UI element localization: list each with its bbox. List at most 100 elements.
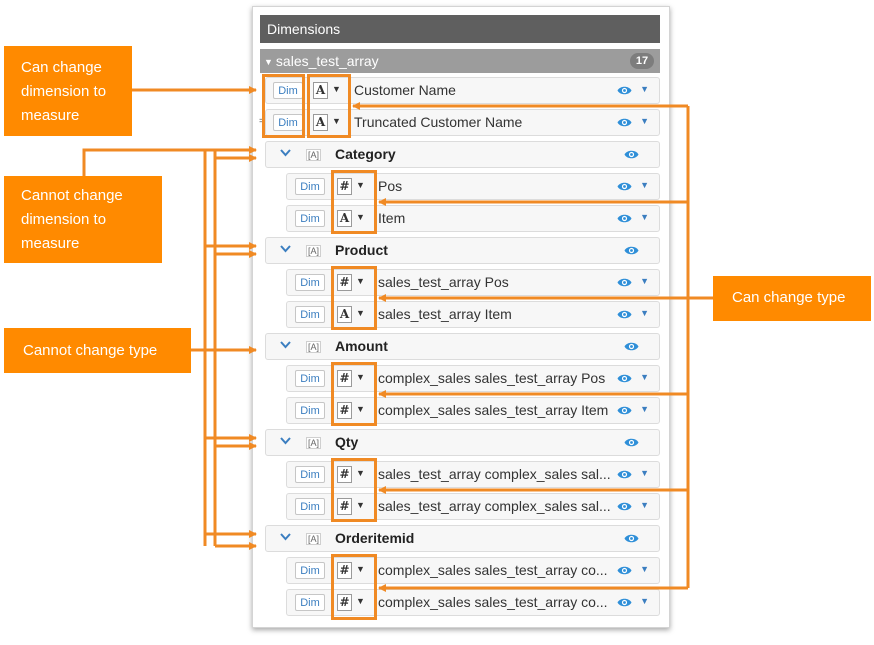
field-name: complex_sales sales_test_array co... bbox=[378, 594, 608, 610]
dim-chip[interactable]: Dim bbox=[295, 210, 325, 227]
equals-marker: = bbox=[259, 116, 265, 127]
chevron-down-icon[interactable] bbox=[280, 338, 291, 352]
callout-text: Can change type bbox=[732, 289, 846, 306]
type-icon[interactable]: # bbox=[337, 466, 352, 483]
field-name: Pos bbox=[378, 178, 403, 194]
dim-chip[interactable]: Dim bbox=[273, 114, 303, 131]
caret-down-icon: ▼ bbox=[264, 57, 273, 67]
dim-chip[interactable]: Dim bbox=[295, 594, 325, 611]
eye-icon[interactable] bbox=[617, 211, 632, 229]
chevron-down-icon[interactable] bbox=[280, 434, 291, 448]
field-row[interactable]: Dim#▼complex_sales sales_test_array Pos▼ bbox=[286, 365, 660, 392]
dim-chip[interactable]: Dim bbox=[273, 82, 303, 99]
eye-icon[interactable] bbox=[624, 147, 639, 165]
caret-down-icon[interactable]: ▼ bbox=[640, 468, 649, 478]
type-icon[interactable]: # bbox=[337, 178, 352, 195]
group-row[interactable]: [A]Product bbox=[265, 237, 660, 264]
caret-down-icon[interactable]: ▼ bbox=[640, 276, 649, 286]
field-row[interactable]: Dim A ▼ Customer Name ▼ bbox=[265, 77, 660, 104]
field-row[interactable]: Dim#▼complex_sales sales_test_array co..… bbox=[286, 557, 660, 584]
type-icon[interactable]: A bbox=[337, 306, 352, 323]
caret-down-icon[interactable]: ▼ bbox=[640, 500, 649, 510]
caret-down-icon[interactable]: ▼ bbox=[640, 84, 649, 94]
group-row[interactable]: [A]Category bbox=[265, 141, 660, 168]
group-name: Category bbox=[335, 146, 396, 162]
chevron-down-icon[interactable] bbox=[280, 146, 291, 160]
type-icon[interactable]: # bbox=[337, 370, 352, 387]
type-icon[interactable]: # bbox=[337, 274, 352, 291]
caret-down-icon[interactable]: ▼ bbox=[356, 276, 365, 286]
type-icon[interactable]: # bbox=[337, 562, 352, 579]
field-row[interactable]: Dim#▼complex_sales sales_test_array Item… bbox=[286, 397, 660, 424]
field-row[interactable]: Dim # ▼ complex_sales sales_test_array co..… bbox=[286, 589, 660, 616]
caret-down-icon[interactable]: ▼ bbox=[332, 116, 341, 126]
type-icon[interactable]: # bbox=[337, 498, 352, 515]
caret-down-icon[interactable]: ▼ bbox=[356, 308, 365, 318]
eye-icon[interactable] bbox=[617, 563, 632, 581]
eye-icon[interactable] bbox=[617, 115, 632, 133]
field-row[interactable]: Dim # ▼ Pos ▼ bbox=[286, 173, 660, 200]
caret-down-icon[interactable]: ▼ bbox=[356, 372, 365, 382]
caret-down-icon[interactable]: ▼ bbox=[640, 116, 649, 126]
chevron-down-icon[interactable] bbox=[280, 530, 291, 544]
dim-chip[interactable]: Dim bbox=[295, 178, 325, 195]
dim-chip[interactable]: Dim bbox=[295, 274, 325, 291]
eye-icon[interactable] bbox=[617, 499, 632, 517]
dim-chip[interactable]: Dim bbox=[295, 306, 325, 323]
caret-down-icon[interactable]: ▼ bbox=[356, 596, 365, 606]
caret-down-icon[interactable]: ▼ bbox=[640, 180, 649, 190]
caret-down-icon[interactable]: ▼ bbox=[356, 500, 365, 510]
eye-icon[interactable] bbox=[617, 307, 632, 325]
field-row[interactable]: Dim#▼sales_test_array complex_sales sal.… bbox=[286, 461, 660, 488]
eye-icon[interactable] bbox=[617, 403, 632, 421]
field-row[interactable]: Dim#▼sales_test_array complex_sales sal.… bbox=[286, 493, 660, 520]
type-icon[interactable]: # bbox=[337, 594, 352, 611]
eye-icon[interactable] bbox=[624, 435, 639, 453]
chevron-down-icon[interactable] bbox=[280, 242, 291, 256]
group-row[interactable]: [A]Qty bbox=[265, 429, 660, 456]
caret-down-icon[interactable]: ▼ bbox=[356, 564, 365, 574]
dim-chip[interactable]: Dim bbox=[295, 402, 325, 419]
eye-icon[interactable] bbox=[617, 275, 632, 293]
eye-icon[interactable] bbox=[617, 595, 632, 613]
caret-down-icon[interactable]: ▼ bbox=[356, 212, 365, 222]
caret-down-icon[interactable]: ▼ bbox=[356, 404, 365, 414]
caret-down-icon[interactable]: ▼ bbox=[640, 404, 649, 414]
caret-down-icon[interactable]: ▼ bbox=[640, 564, 649, 574]
dim-chip[interactable]: Dim bbox=[295, 562, 325, 579]
highlight-type-category bbox=[331, 170, 377, 234]
caret-down-icon[interactable]: ▼ bbox=[356, 468, 365, 478]
field-row[interactable]: Dim A ▼ Item ▼ bbox=[286, 205, 660, 232]
caret-down-icon[interactable]: ▼ bbox=[640, 372, 649, 382]
type-icon[interactable]: # bbox=[337, 402, 352, 419]
eye-icon[interactable] bbox=[617, 371, 632, 389]
dim-chip[interactable]: Dim bbox=[295, 498, 325, 515]
callout-cannot-change-type: Cannot change type bbox=[4, 328, 191, 373]
type-icon[interactable]: A bbox=[313, 82, 328, 99]
group-header[interactable]: ▼sales_test_array 17 bbox=[260, 49, 660, 73]
group-name: Product bbox=[335, 242, 388, 258]
group-row[interactable]: [A]Amount bbox=[265, 333, 660, 360]
type-icon[interactable]: A bbox=[337, 210, 352, 227]
eye-icon[interactable] bbox=[624, 243, 639, 261]
caret-down-icon[interactable]: ▼ bbox=[640, 212, 649, 222]
caret-down-icon[interactable]: ▼ bbox=[332, 84, 341, 94]
eye-icon[interactable] bbox=[617, 179, 632, 197]
caret-down-icon[interactable]: ▼ bbox=[640, 308, 649, 318]
eye-icon[interactable] bbox=[617, 467, 632, 485]
dim-chip[interactable]: Dim bbox=[295, 370, 325, 387]
group-row[interactable]: [A]Orderitemid bbox=[265, 525, 660, 552]
eye-icon[interactable] bbox=[617, 83, 632, 101]
field-row[interactable]: Dim#▼sales_test_array Pos▼ bbox=[286, 269, 660, 296]
caret-down-icon[interactable]: ▼ bbox=[640, 596, 649, 606]
type-icon[interactable]: A bbox=[313, 114, 328, 131]
field-name: Customer Name bbox=[354, 82, 456, 98]
dim-chip[interactable]: Dim bbox=[295, 466, 325, 483]
field-name: Item bbox=[378, 210, 406, 226]
eye-icon[interactable] bbox=[624, 339, 639, 357]
eye-icon[interactable] bbox=[624, 531, 639, 549]
callout-text: Cannot change type bbox=[23, 342, 158, 359]
caret-down-icon[interactable]: ▼ bbox=[356, 180, 365, 190]
